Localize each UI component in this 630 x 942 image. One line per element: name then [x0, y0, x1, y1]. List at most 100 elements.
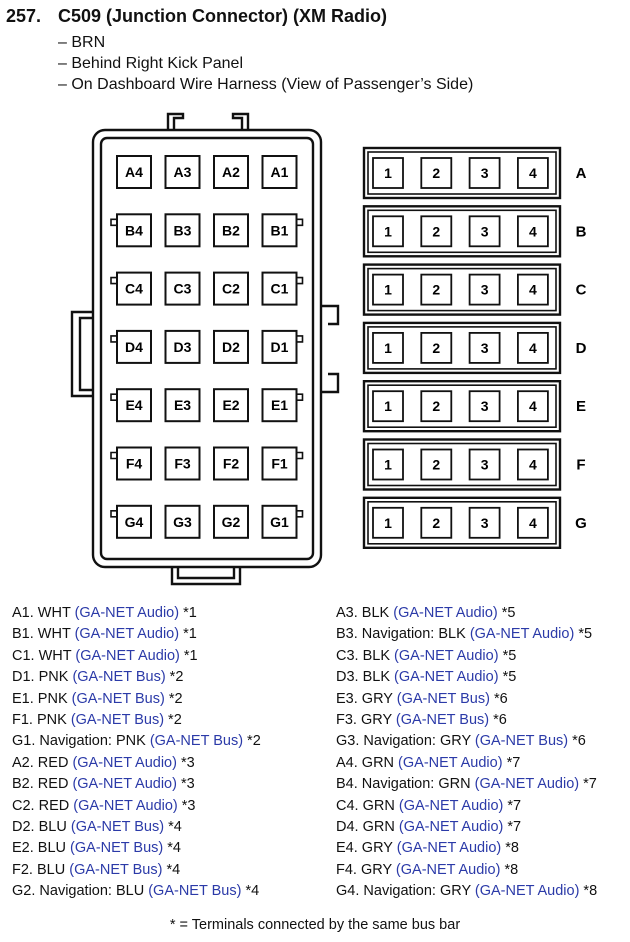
bus-bar-row-label: F [576, 457, 585, 474]
cavity-C4: C4 [110, 271, 152, 306]
left-side-rib [70, 310, 94, 398]
legend-left-column: A1. WHT (GA-NET Audio) *1 B1. WHT (GA-NE… [12, 603, 261, 903]
bus-name: (GA-NET Audio) [394, 647, 499, 664]
latch-notch [296, 510, 304, 518]
terminal-label: 2 [432, 165, 440, 181]
pin-id: B4. [336, 776, 358, 793]
bottom-lock-tab [170, 567, 242, 586]
pin-id: F1. [12, 712, 33, 729]
bus-bar-note: *1 [179, 605, 197, 621]
latch-notch [110, 218, 117, 227]
cavity-box [213, 446, 249, 481]
wire-color: BLU [38, 819, 71, 836]
cavity-label: B3 [174, 222, 192, 238]
wire-color: Navigation: BLK [361, 626, 470, 643]
terminal-box [517, 390, 549, 423]
bus-bar-note: *6 [489, 712, 507, 729]
cavity-label: C2 [222, 281, 240, 297]
legend-entry: F4. GRY (GA-NET Audio) *8 [336, 860, 597, 881]
legend-entry: B1. WHT (GA-NET Audio) *1 [12, 624, 261, 645]
terminal-label: 2 [432, 515, 440, 531]
cavity-C3: C3 [164, 271, 201, 306]
latch-notch [110, 510, 117, 518]
terminal-box [517, 215, 549, 248]
bus-name: (GA-NET Audio) [395, 861, 501, 878]
cavity-box [261, 213, 298, 248]
bus-bar-frame-inner [367, 384, 557, 429]
bus-bar-note: *5 [574, 626, 593, 643]
cavity-E2: E2 [213, 388, 249, 423]
legend-entry: E2. BLU (GA-NET Bus) *4 [12, 838, 261, 859]
terminal-label: 4 [529, 165, 537, 181]
latch-notch [296, 335, 304, 343]
terminal-box [517, 331, 549, 364]
latch-notch [296, 218, 304, 227]
cavity-G2: G2 [213, 504, 249, 539]
pin-id: F2. [12, 861, 33, 878]
wire-color: RED [38, 797, 74, 814]
bus-bar-note: *8 [500, 861, 519, 878]
legend-entry: D1. PNK (GA-NET Bus) *2 [12, 667, 261, 688]
cavity-label: D3 [174, 339, 192, 355]
cavity-label: E4 [125, 397, 142, 413]
latch-notch [296, 393, 304, 401]
cavity-label: E3 [174, 397, 191, 413]
bus-name: (GA-NET Audio) [72, 776, 177, 793]
pin-id: F4. [336, 861, 357, 878]
bus-name: (GA-NET Audio) [74, 626, 180, 643]
bus-name: (GA-NET Bus) [148, 883, 242, 900]
terminal-box [372, 273, 404, 306]
terminal-label: 3 [481, 223, 489, 239]
legend-entry: G1. Navigation: PNK (GA-NET Bus) *2 [12, 731, 261, 752]
bus-name: (GA-NET Audio) [474, 776, 580, 793]
cavity-box [164, 504, 201, 539]
bus-name: (GA-NET Audio) [474, 883, 580, 900]
legend-entry: F3. GRY (GA-NET Bus) *6 [336, 710, 597, 731]
cavity-G4: G4 [110, 504, 152, 539]
wire-color: GRN [361, 754, 399, 771]
terminal-box [420, 215, 453, 248]
cavity-D2: D2 [213, 329, 249, 364]
bus-name: (GA-NET Bus) [70, 840, 164, 857]
bus-bar-note: *7 [503, 819, 522, 836]
bus-bar-note: *4 [241, 883, 260, 900]
bus-name: (GA-NET Bus) [396, 690, 490, 707]
terminal-box [468, 215, 501, 248]
cavity-label: C3 [174, 281, 192, 297]
connector-face [70, 112, 340, 586]
wire-color: WHT [37, 605, 75, 621]
pin-id: B3. [336, 626, 358, 643]
wire-color: Navigation: GRY [363, 733, 475, 750]
cavity-label: G4 [125, 514, 144, 530]
bus-name: (GA-NET Bus) [69, 861, 163, 878]
legend-entry: B4. Navigation: GRN (GA-NET Audio) *7 [336, 774, 597, 795]
terminal-label: 3 [481, 165, 489, 181]
bus-bar-note: *2 [165, 669, 184, 686]
cavity-box [213, 271, 249, 306]
wire-color: GRY [360, 861, 396, 878]
wire-color: PNK [36, 712, 71, 729]
pin-id: E2. [12, 840, 34, 857]
pin-id: C2. [12, 797, 35, 814]
top-lock-tab [166, 112, 185, 130]
cavity-label: D4 [125, 339, 143, 355]
terminal-box [468, 273, 501, 306]
legend-entry: C1. WHT (GA-NET Audio) *1 [12, 646, 261, 667]
bus-bar-frame-outer [362, 205, 562, 258]
wire-color: RED [37, 754, 73, 771]
cavity-box [213, 388, 249, 423]
bus-bar-note: *3 [176, 776, 195, 793]
terminal-box [372, 157, 404, 189]
bus-name: (GA-NET Audio) [74, 605, 180, 621]
terminal-label: 2 [432, 223, 440, 239]
terminal-label: 3 [481, 398, 489, 414]
bus-name: (GA-NET Audio) [469, 626, 575, 643]
terminal-label: 1 [384, 223, 392, 239]
cavity-label: G2 [222, 514, 241, 530]
cavity-box [116, 271, 152, 306]
pin-id: B1. [12, 626, 34, 643]
